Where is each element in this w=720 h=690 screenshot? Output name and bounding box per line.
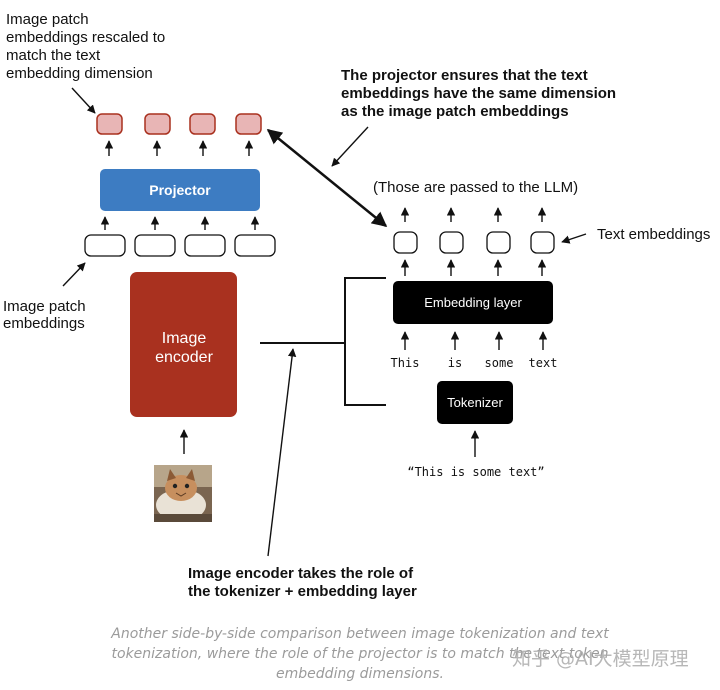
figure-caption: Another side-by-side comparison between … [60, 624, 660, 684]
patch-pointer-arrow [62, 262, 86, 287]
rescaled-label-line3: match the text [6, 47, 101, 64]
token: text [529, 356, 558, 370]
projector-note-line2: embeddings have the same dimension [341, 85, 616, 102]
image-encoder-box [130, 272, 237, 417]
tokenizer-box [437, 381, 513, 424]
rescaled-pointer-arrow [71, 87, 96, 114]
rescaled-label-line1: Image patch [6, 11, 89, 28]
projector-label: Projector [149, 182, 211, 198]
tokenizer-label: Tokenizer [447, 395, 503, 410]
rescaled-embedding [144, 113, 171, 135]
text-embeddings-label: Text embeddings [597, 226, 710, 243]
embedding-layer-box [393, 281, 553, 324]
patch-label-line2: embeddings [3, 315, 85, 332]
projector-note-arrow [331, 126, 369, 167]
projector-box [100, 169, 260, 211]
caption-line3: embedding dimensions. [276, 666, 444, 682]
rescaled-label-line4: embedding dimension [6, 65, 153, 82]
rescaled-embedding [96, 113, 123, 135]
image-patch-embedding [184, 234, 226, 257]
token: some [485, 356, 514, 370]
text-embedding [393, 231, 418, 254]
dimension-match-arrow [266, 129, 388, 227]
projector-note-line1: The projector ensures that the text [341, 67, 588, 84]
token: is [448, 356, 462, 370]
rescaled-embedding [189, 113, 216, 135]
text-embeddings-pointer-arrow [561, 233, 587, 244]
caption-line1: Another side-by-side comparison between … [111, 626, 609, 642]
caption-line2: tokenization, where the role of the proj… [111, 646, 609, 662]
rescaled-label-line2: embeddings rescaled to [6, 29, 165, 46]
text-embedding [486, 231, 511, 254]
text-embedding [530, 231, 555, 254]
token: This [391, 356, 420, 370]
image-patch-embedding [134, 234, 176, 257]
bracket-line [344, 277, 386, 406]
patch-label-line1: Image patch [3, 298, 86, 315]
watermark: 知乎 @AI大模型原理 [512, 648, 689, 670]
encoder-note-line1: Image encoder takes the role of [188, 565, 414, 582]
image-patch-embedding [234, 234, 276, 257]
projector-note-line3: as the image patch embeddings [341, 103, 569, 120]
rescaled-embedding [235, 113, 262, 135]
embedding-layer-label: Embedding layer [424, 295, 522, 310]
image-encoder-label-line1: Image [162, 330, 207, 347]
image-patch-embedding [84, 234, 126, 257]
image-encoder-label-line2: encoder [155, 349, 213, 366]
encoder-note-arrow [267, 348, 297, 557]
input-text: “This is some text” [407, 465, 544, 479]
text-embedding [439, 231, 464, 254]
cat-photo [154, 465, 212, 522]
encoder-note-line2: the tokenizer + embedding layer [188, 583, 417, 600]
passed-to-llm-label: (Those are passed to the LLM) [373, 179, 578, 196]
